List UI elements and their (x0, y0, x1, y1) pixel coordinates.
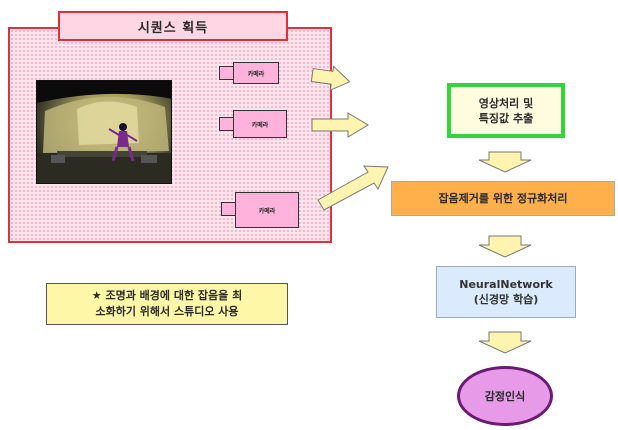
feature-line-2: 특징값 추출 (478, 111, 534, 125)
studio-scene-illustration (37, 81, 171, 183)
camera-1-arrow (310, 65, 351, 91)
emotion-recognition-ellipse: 감정인식 (457, 366, 553, 426)
note-line-1: ★ 조명과 배경에 대한 잡음을 최 (91, 289, 243, 302)
note-line-2: 소화하기 위해서 스튜디오 사용 (95, 305, 239, 318)
studio-note: ★ 조명과 배경에 대한 잡음을 최 소화하기 위해서 스튜디오 사용 (46, 283, 288, 325)
camera-3-label: 카메라 (235, 192, 299, 228)
down-arrow-2 (478, 235, 532, 258)
feature-extraction-box: 영상처리 및 특징값 추출 (447, 83, 565, 138)
feature-line-1: 영상처리 및 (478, 96, 534, 110)
camera-1-label: 카메라 (233, 62, 279, 84)
camera-3-arrow (317, 165, 389, 211)
camera-2: 카메라 (219, 110, 287, 138)
studio-photo (36, 80, 172, 184)
nn-line-1: NeuralNetwork (459, 278, 553, 291)
down-arrow-3 (478, 331, 532, 354)
preprocess-box: 잡음제거를 위한 정규화처리 (391, 181, 615, 216)
camera-1: 카메라 (219, 62, 279, 84)
down-arrow-1 (478, 151, 532, 173)
camera-2-label: 카메라 (233, 110, 287, 138)
acquisition-title: 시퀀스 획득 (58, 11, 288, 41)
camera-2-arrow (311, 112, 369, 138)
neural-network-box: NeuralNetwork (신경망 학습) (436, 266, 576, 318)
camera-3: 카메라 (221, 192, 299, 228)
nn-line-2: (신경망 학습) (473, 293, 539, 306)
